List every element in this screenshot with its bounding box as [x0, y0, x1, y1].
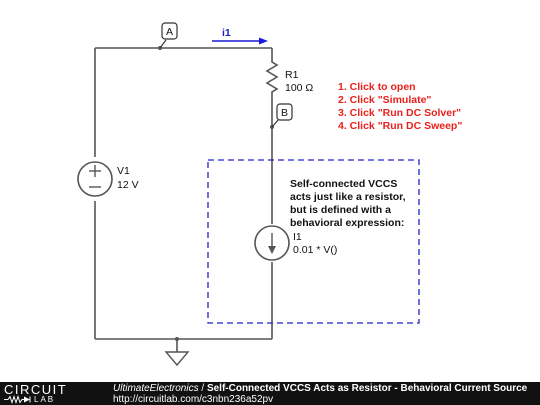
- note-line: Self-connected VCCS: [290, 178, 397, 190]
- circuit-title: Self-Connected VCCS Acts as Resistor - B…: [206, 383, 528, 394]
- logo-text-bottom: LAB: [34, 395, 56, 404]
- wires: [94, 47, 273, 352]
- circuitlab-logo[interactable]: CIRCUIT LAB: [4, 383, 104, 404]
- note-line: but is defined with a: [290, 204, 391, 216]
- voltage-source-value: 12 V: [117, 179, 139, 191]
- circuit-schematic: A B i1 R1 100 Ω V1 12 V I1 0.01 * V(): [77, 22, 462, 367]
- current-arrow-i1: i1: [212, 27, 268, 45]
- current-label: i1: [222, 27, 231, 39]
- instruction-item[interactable]: 4. Click "Run DC Sweep": [338, 120, 462, 132]
- footer-title-line: UltimateElectronics / Self-Connected VCC…: [113, 383, 527, 394]
- instruction-item[interactable]: 1. Click to open: [338, 81, 416, 93]
- circuit-url[interactable]: http://circuitlab.com/c3nbn236a52pv: [113, 394, 274, 405]
- footer-bar: CIRCUIT LAB UltimateElectronics / Self-C…: [0, 382, 540, 405]
- note-line: behavioral expression:: [290, 217, 404, 229]
- arrow-down-icon: [268, 246, 276, 254]
- node-a-text: A: [166, 26, 173, 38]
- resistor-r1[interactable]: R1 100 Ω: [265, 58, 313, 96]
- title-separator: /: [198, 383, 207, 394]
- author-link[interactable]: UltimateElectronics: [113, 383, 199, 394]
- current-source-expression: 0.01 * V(): [293, 244, 337, 256]
- ground-icon: [164, 351, 190, 367]
- instruction-item[interactable]: 3. Click "Run DC Solver": [338, 107, 461, 119]
- node-label-b[interactable]: B: [271, 103, 293, 128]
- annotation-box: [207, 159, 420, 324]
- footer-text: UltimateElectronics / Self-Connected VCC…: [113, 383, 527, 405]
- current-source-name: I1: [293, 231, 302, 243]
- instruction-item[interactable]: 2. Click "Simulate": [338, 94, 431, 106]
- resistor-name: R1: [285, 69, 299, 81]
- node-label-a[interactable]: A: [159, 22, 178, 49]
- node-b-text: B: [281, 107, 288, 119]
- voltage-source-circle: [77, 161, 113, 197]
- resistor-zigzag: [265, 58, 279, 96]
- logo-wave-icon: [4, 395, 31, 404]
- current-source-i1[interactable]: I1 0.01 * V(): [254, 225, 337, 261]
- logo-text-top: CIRCUIT: [4, 382, 68, 397]
- instructions: 1. Click to open 2. Click "Simulate" 3. …: [338, 81, 462, 132]
- voltage-source-v1[interactable]: V1 12 V: [77, 161, 139, 197]
- annotation-note: Self-connected VCCS acts just like a res…: [290, 178, 406, 229]
- note-line: acts just like a resistor,: [290, 191, 406, 203]
- voltage-source-name: V1: [117, 165, 130, 177]
- junction-ground: [175, 337, 179, 341]
- resistor-value: 100 Ω: [285, 82, 313, 94]
